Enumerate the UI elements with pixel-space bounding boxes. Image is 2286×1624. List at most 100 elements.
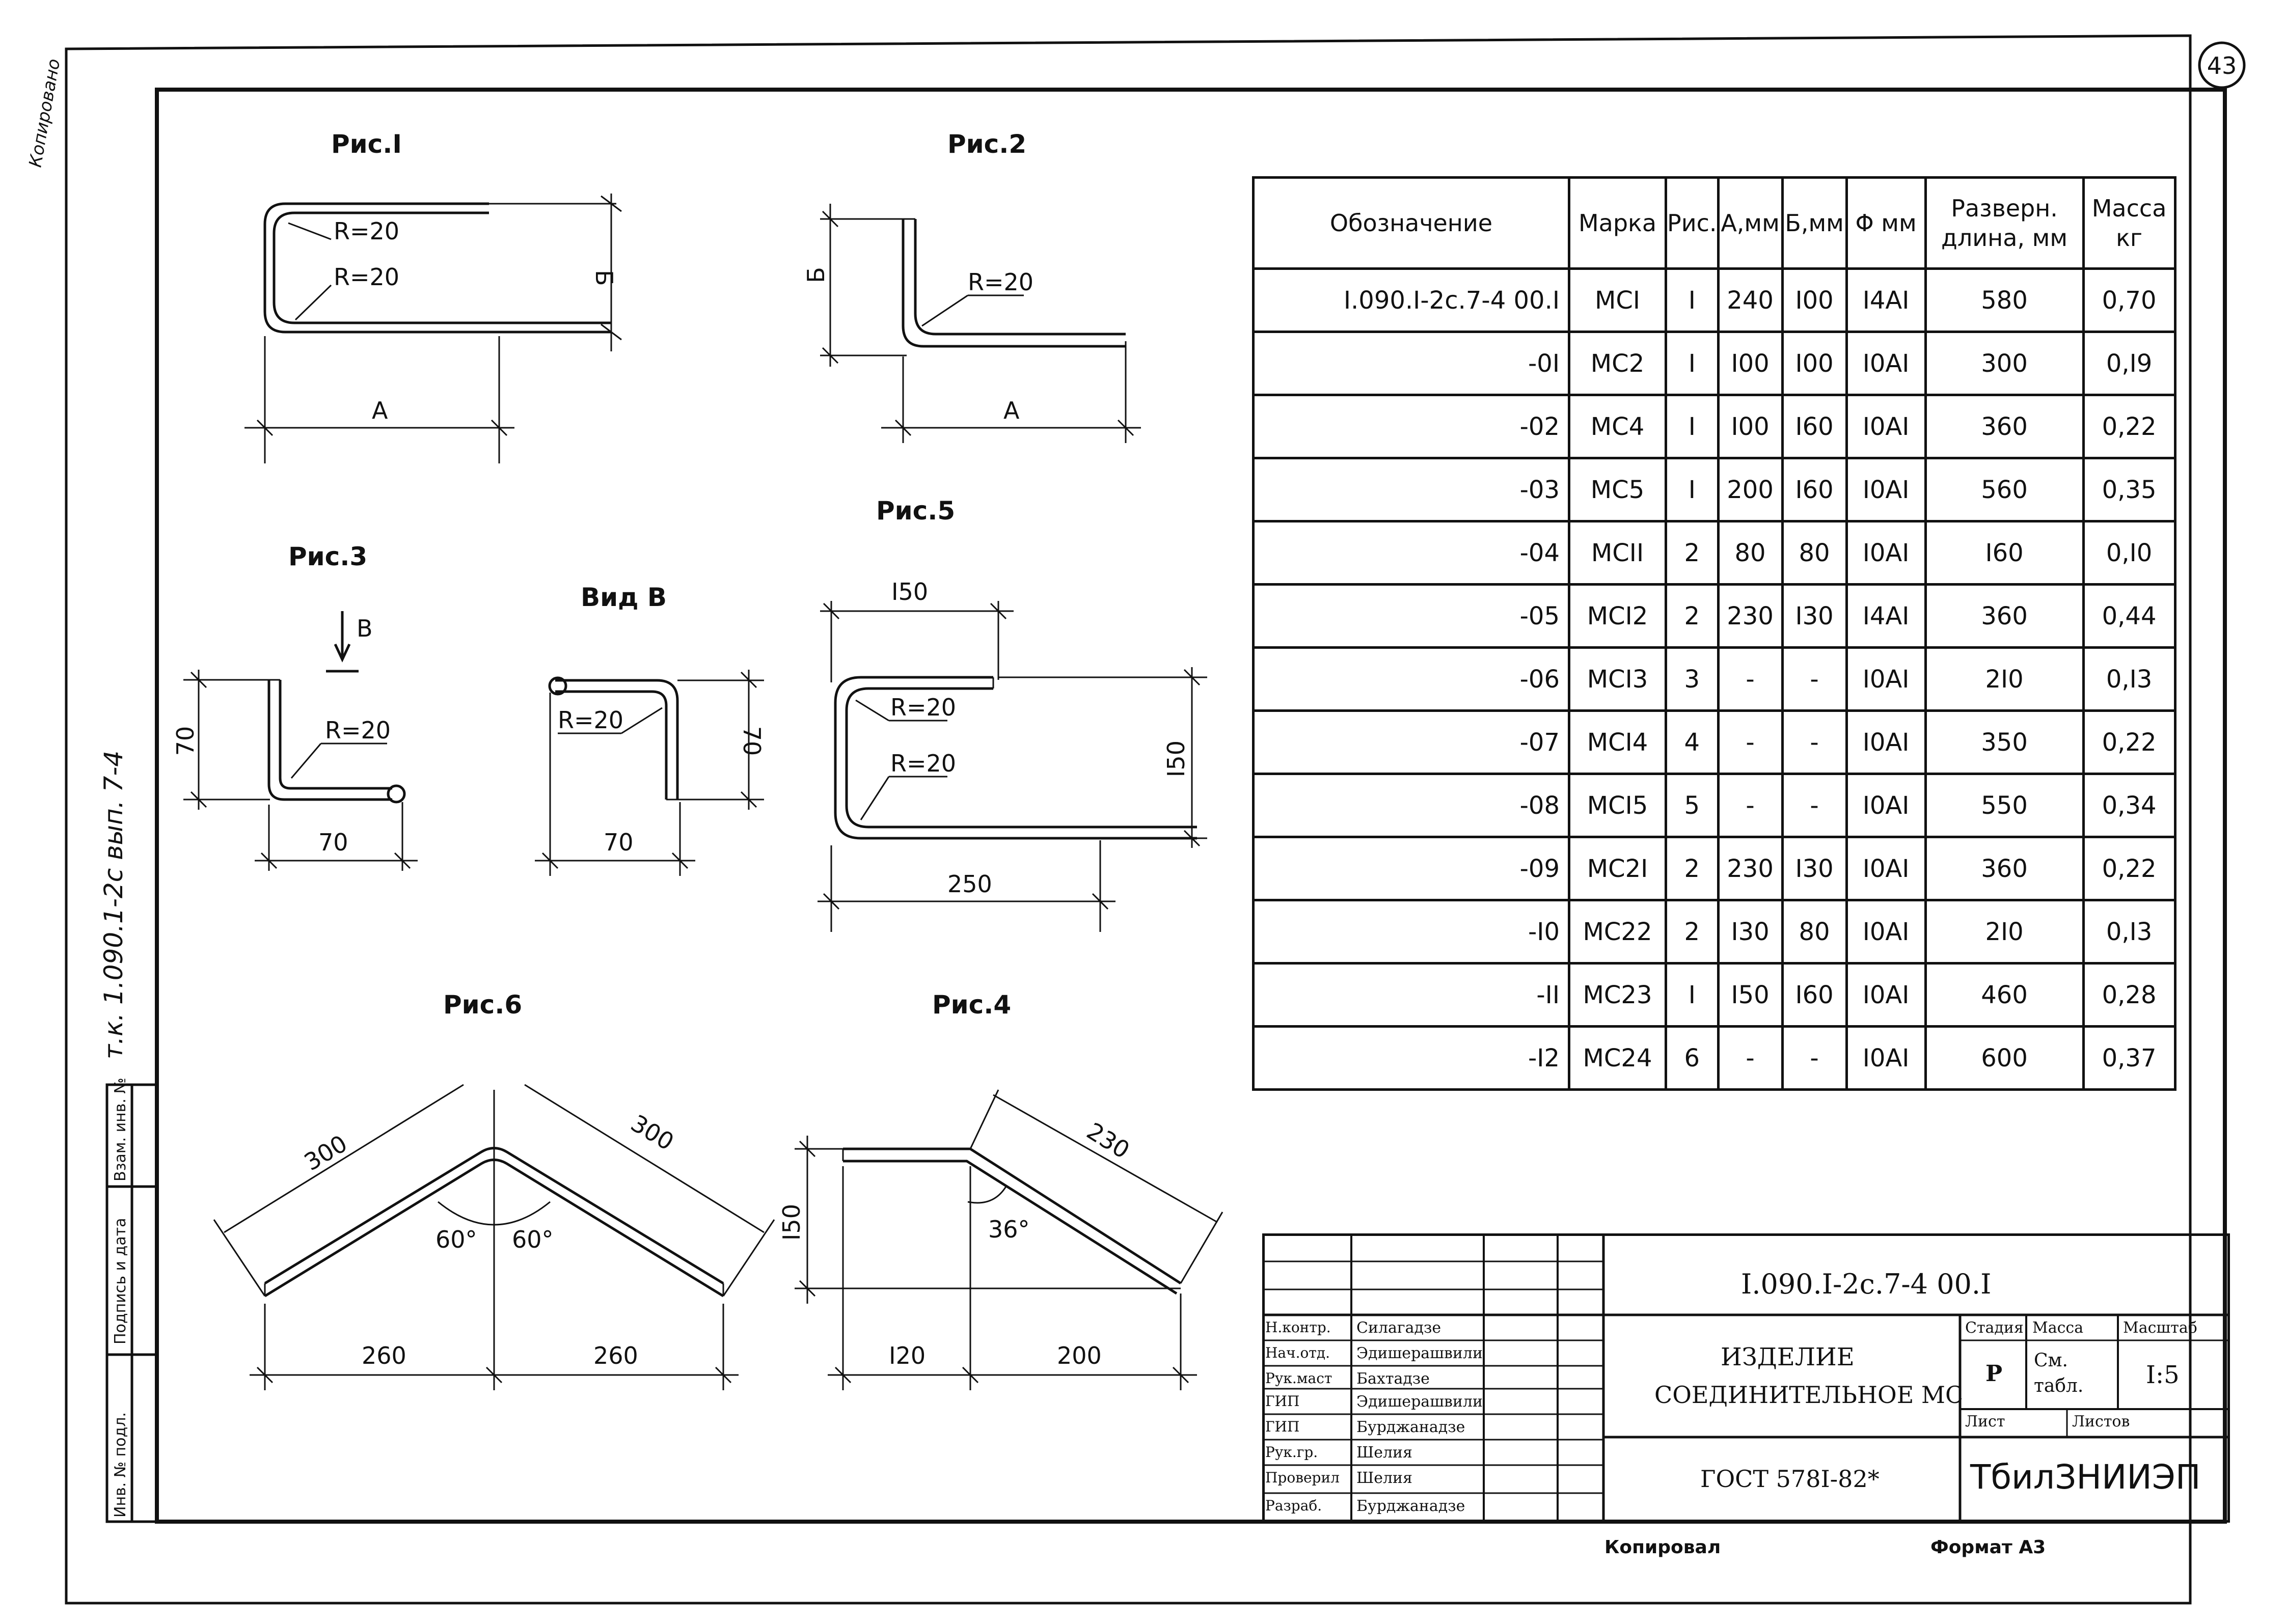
staff-role: Рук.маст (1265, 1370, 1332, 1387)
figure-3-dim-h: 70 (172, 726, 199, 756)
table-cell: I00 (1781, 267, 1848, 333)
figure-3-radius: R=20 (325, 717, 391, 744)
table-cell: 0,I0 (2082, 520, 2176, 586)
table-cell: МС2I (1568, 836, 1667, 901)
table-cell: МСI (1568, 267, 1667, 333)
table-cell: 300 (1924, 331, 2085, 396)
staff-role: ГИП (1265, 1418, 1300, 1435)
table-cell: МС2 (1568, 331, 1667, 396)
sheet-number: 43 (2207, 52, 2237, 79)
table-cell: МСI3 (1568, 646, 1667, 712)
title-stage-label: Стадия (1965, 1319, 2024, 1337)
figure-2-title: Рис.2 (947, 129, 1026, 159)
table-cell: 4 (1665, 709, 1720, 775)
table-cell: I (1665, 267, 1720, 333)
table-cell: МСI4 (1568, 709, 1667, 775)
table-cell: 600 (1924, 1025, 2085, 1091)
staff-name: Бурджанадзе (1356, 1418, 1465, 1436)
table-cell: I50 (1717, 962, 1784, 1028)
figure-2: Рис.2 Б A R=20 (802, 129, 1141, 443)
table-cell: -09 (1252, 836, 1570, 901)
figure-2-dim-a: A (1003, 397, 1020, 424)
table-header-cell: Б,мм (1781, 176, 1848, 270)
figure-3: Рис.3 В 70 70 R=20 (172, 542, 418, 871)
table-cell: - (1717, 709, 1784, 775)
figure-1: Рис.I Б A R=20 R=20 (244, 129, 622, 463)
title-scale-value: I:5 (2146, 1361, 2180, 1389)
table-cell: -0I (1252, 331, 1570, 396)
figure-6: Рис.6 300 300 60° 60° 260 260 (213, 990, 775, 1390)
figure-4-title: Рис.4 (932, 990, 1011, 1020)
table-cell: МС5 (1568, 457, 1667, 522)
table-cell: I0AI (1845, 457, 1927, 522)
table-cell: - (1717, 773, 1784, 838)
table-cell: I0AI (1845, 1025, 1927, 1091)
figure-2-radius: R=20 (968, 268, 1033, 296)
figure-5-dim-h: I50 (1162, 740, 1190, 777)
table-cell: 0,34 (2082, 773, 2176, 838)
table-cell: МС24 (1568, 1025, 1667, 1091)
table-header-cell: Масса кг (2082, 176, 2176, 270)
table-cell: 0,22 (2082, 836, 2176, 901)
table-cell: 360 (1924, 836, 2085, 901)
table-cell: I30 (1717, 899, 1784, 965)
sheet-number-circle (2198, 41, 2246, 89)
table-cell: I.090.I-2c.7-4 00.I (1252, 267, 1570, 333)
left-stamp: Инв. № подл. Подпись и дата Взам. инв. № (105, 1078, 158, 1523)
table-cell: 0,28 (2082, 962, 2176, 1028)
table-header-cell: А,мм (1717, 176, 1784, 270)
title-doc-code: I.090.I-2c.7-4 00.I (1741, 1268, 1992, 1300)
table-cell: -07 (1252, 709, 1570, 775)
table-cell: 0,44 (2082, 583, 2176, 649)
staff-name: Эдишерашвили (1356, 1393, 1483, 1411)
staff-name: Бурджанадзе (1356, 1497, 1465, 1515)
staff-name: Эдишерашвили (1356, 1344, 1483, 1362)
figure-6-width-left: 260 (362, 1342, 406, 1369)
figure-4-width-right: 200 (1057, 1342, 1102, 1369)
table-cell: МС23 (1568, 962, 1667, 1028)
figure-1-title: Рис.I (331, 129, 402, 159)
table-cell: 240 (1717, 267, 1784, 333)
title-organization: ТбилЗНИИЭП (1970, 1457, 2201, 1497)
table-cell: 580 (1924, 267, 2085, 333)
drawing-frame (155, 88, 2227, 1524)
table-cell: МСII (1568, 520, 1667, 586)
staff-role: Рук.гр. (1265, 1444, 1318, 1461)
table-cell: -I0 (1252, 899, 1570, 965)
stamp-replace-label: Взам. инв. № (112, 1078, 129, 1181)
staff-name: Бахтадзе (1356, 1370, 1430, 1388)
figure-1-radius-1: R=20 (334, 217, 399, 245)
figure-4-width-left: I20 (889, 1342, 926, 1369)
table-cell: 360 (1924, 394, 2085, 459)
corner-scribble: Копировано (25, 57, 64, 169)
view-b-dim-h: 70 (738, 726, 766, 756)
table-header-cell: Рис. (1665, 176, 1720, 270)
view-b: Вид В 70 70 R=20 (535, 583, 766, 876)
title-mass-value: См. табл. (2034, 1350, 2084, 1396)
title-sheets-label: Листов (2072, 1413, 2130, 1430)
figure-4-len: 230 (1082, 1117, 1134, 1164)
table-cell: МСI2 (1568, 583, 1667, 649)
table-cell: 230 (1717, 836, 1784, 901)
staff-role: Нач.отд. (1265, 1344, 1330, 1361)
title-stage-value: Р (1985, 1361, 2003, 1387)
table-cell: I (1665, 394, 1720, 459)
figure-5-dim-top: I50 (891, 578, 928, 605)
figure-5-radius-1: R=20 (890, 694, 956, 721)
table-cell: I0AI (1845, 899, 1927, 965)
table-cell: МСI5 (1568, 773, 1667, 838)
title-standard: ГОСТ 578I-82* (1700, 1465, 1880, 1493)
figure-5-dim-w: 250 (947, 870, 992, 898)
table-cell: I0AI (1845, 646, 1927, 712)
title-sheet-label: Лист (1965, 1413, 2005, 1430)
table-cell: - (1781, 1025, 1848, 1091)
title-product-line1: ИЗДЕЛИЕ (1721, 1343, 1855, 1371)
table-cell: - (1717, 646, 1784, 712)
